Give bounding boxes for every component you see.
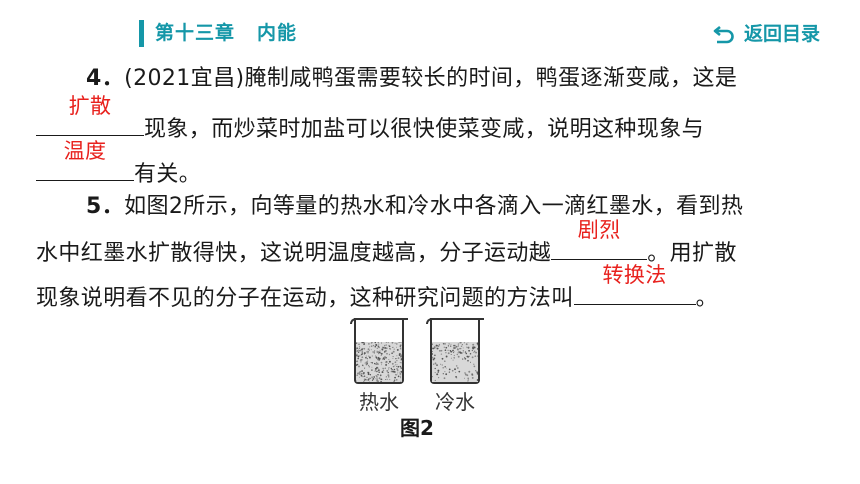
chapter-title: 第十三章内能 <box>155 20 297 47</box>
q4-line-2: 扩散现象，而炒菜时加盐可以很快使菜变咸，说明这种现象与 <box>36 94 704 145</box>
chapter-label: 第十三章 <box>155 22 236 44</box>
q5-answer-2: 转换法 <box>602 263 667 287</box>
q4-blank-2: 温度 <box>36 139 134 181</box>
q4-number: 4． <box>86 66 125 91</box>
section-label: 内能 <box>257 22 298 44</box>
back-to-contents-button[interactable]: 返回目录 <box>712 21 820 48</box>
q5-line-3: 现象说明看不见的分子在运动，这种研究问题的方法叫转换法。 <box>36 263 718 314</box>
q4-line-1: 4．(2021宜昌)腌制咸鸭蛋需要较长的时间，鸭蛋逐渐变咸，这是 <box>86 66 738 91</box>
q4-answer-1: 扩散 <box>68 94 112 118</box>
return-arrow-icon <box>712 25 736 45</box>
q5-blank-1: 剧烈 <box>551 218 648 260</box>
cold-water-label: 冷水 <box>435 390 475 414</box>
q5-line-2: 水中红墨水扩散得快，这说明温度越高，分子运动越剧烈。用扩散 <box>36 218 737 269</box>
q5-answer-1: 剧烈 <box>577 218 621 242</box>
back-label: 返回目录 <box>743 23 820 45</box>
q4-line-3: 温度有关。 <box>36 139 201 190</box>
header-accent-bar <box>139 20 144 47</box>
hot-water-label: 热水 <box>359 390 399 414</box>
cold-water-beaker <box>426 318 484 384</box>
q5-number: 5． <box>86 194 125 219</box>
q5-line-1: 5．如图2所示，向等量的热水和冷水中各滴入一滴红墨水，看到热 <box>86 194 744 219</box>
figure-caption: 图2 <box>400 416 434 440</box>
hot-water-beaker <box>350 318 408 384</box>
q4-answer-2: 温度 <box>63 139 107 163</box>
q5-blank-2: 转换法 <box>573 263 696 305</box>
q4-blank-1: 扩散 <box>36 94 144 136</box>
